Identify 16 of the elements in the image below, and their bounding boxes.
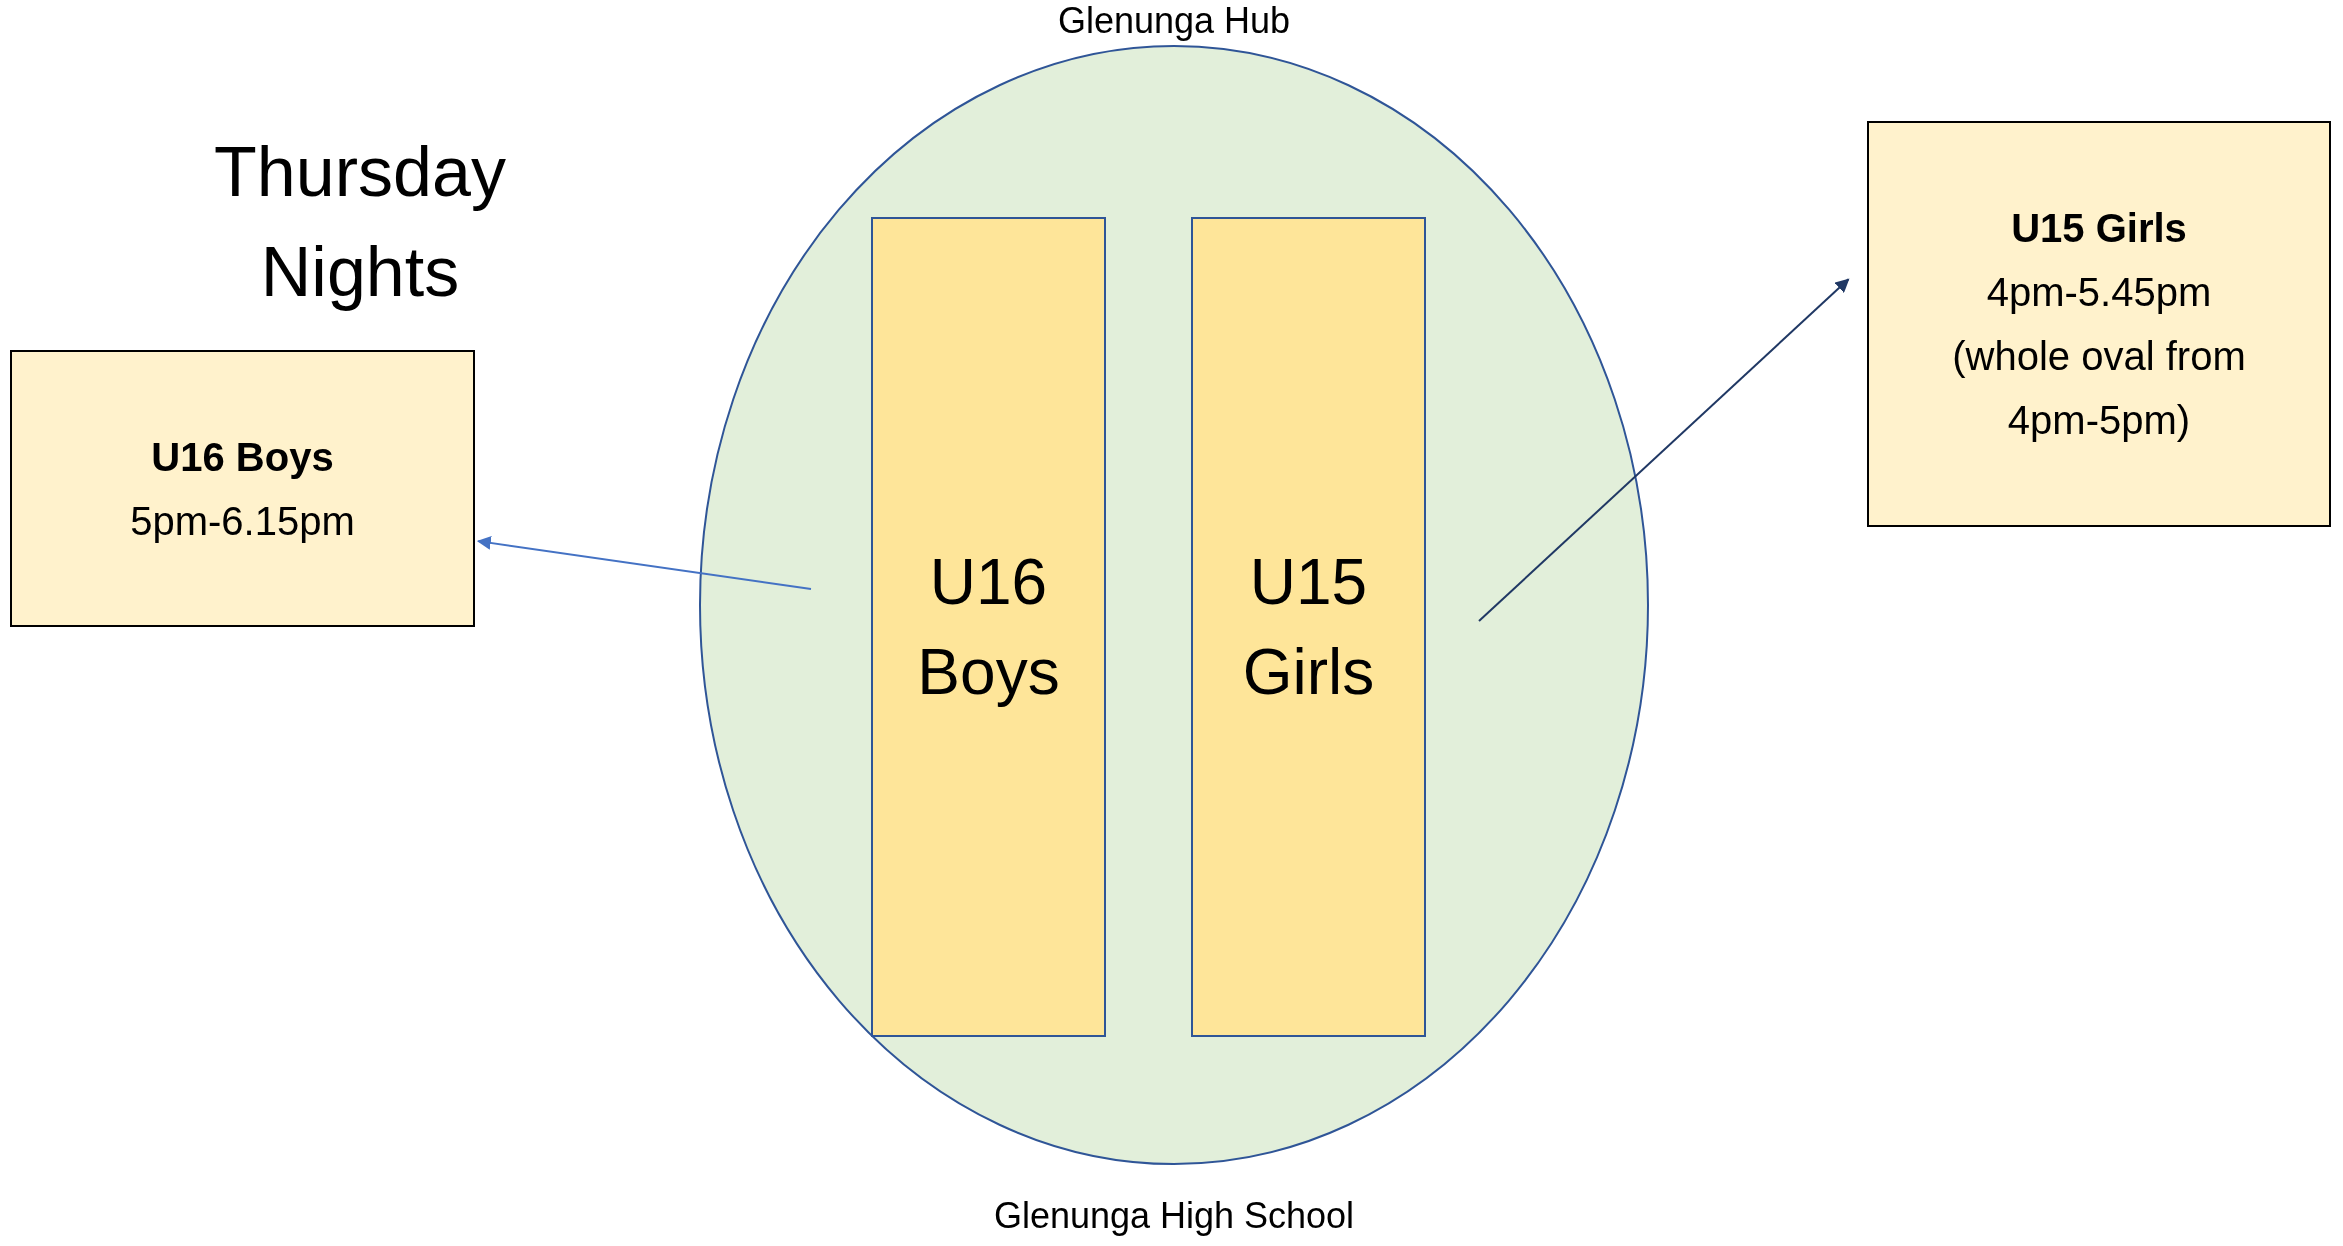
venue-caption: Glenunga High School xyxy=(992,1195,1356,1237)
time-text: (whole oval from 4pm-5pm) xyxy=(1951,333,2247,444)
venue-title: Glenunga Hub xyxy=(1056,0,1292,42)
info-box xyxy=(10,350,475,627)
heading: Thursday Nights xyxy=(213,132,507,313)
time-text: 4pm-5.45pm xyxy=(1986,269,2212,316)
court-label: U15 Girls xyxy=(1241,545,1376,710)
team-name: U16 Boys xyxy=(151,433,334,481)
court-area xyxy=(1191,217,1426,1037)
time-text: 5pm-6.15pm xyxy=(130,497,355,545)
team-name: U15 Girls xyxy=(2011,205,2187,252)
court-label: U16 Boys xyxy=(916,545,1061,710)
info-box xyxy=(1867,121,2331,527)
arrow xyxy=(1478,278,1850,622)
arrow xyxy=(476,536,812,590)
court-area xyxy=(871,217,1106,1037)
